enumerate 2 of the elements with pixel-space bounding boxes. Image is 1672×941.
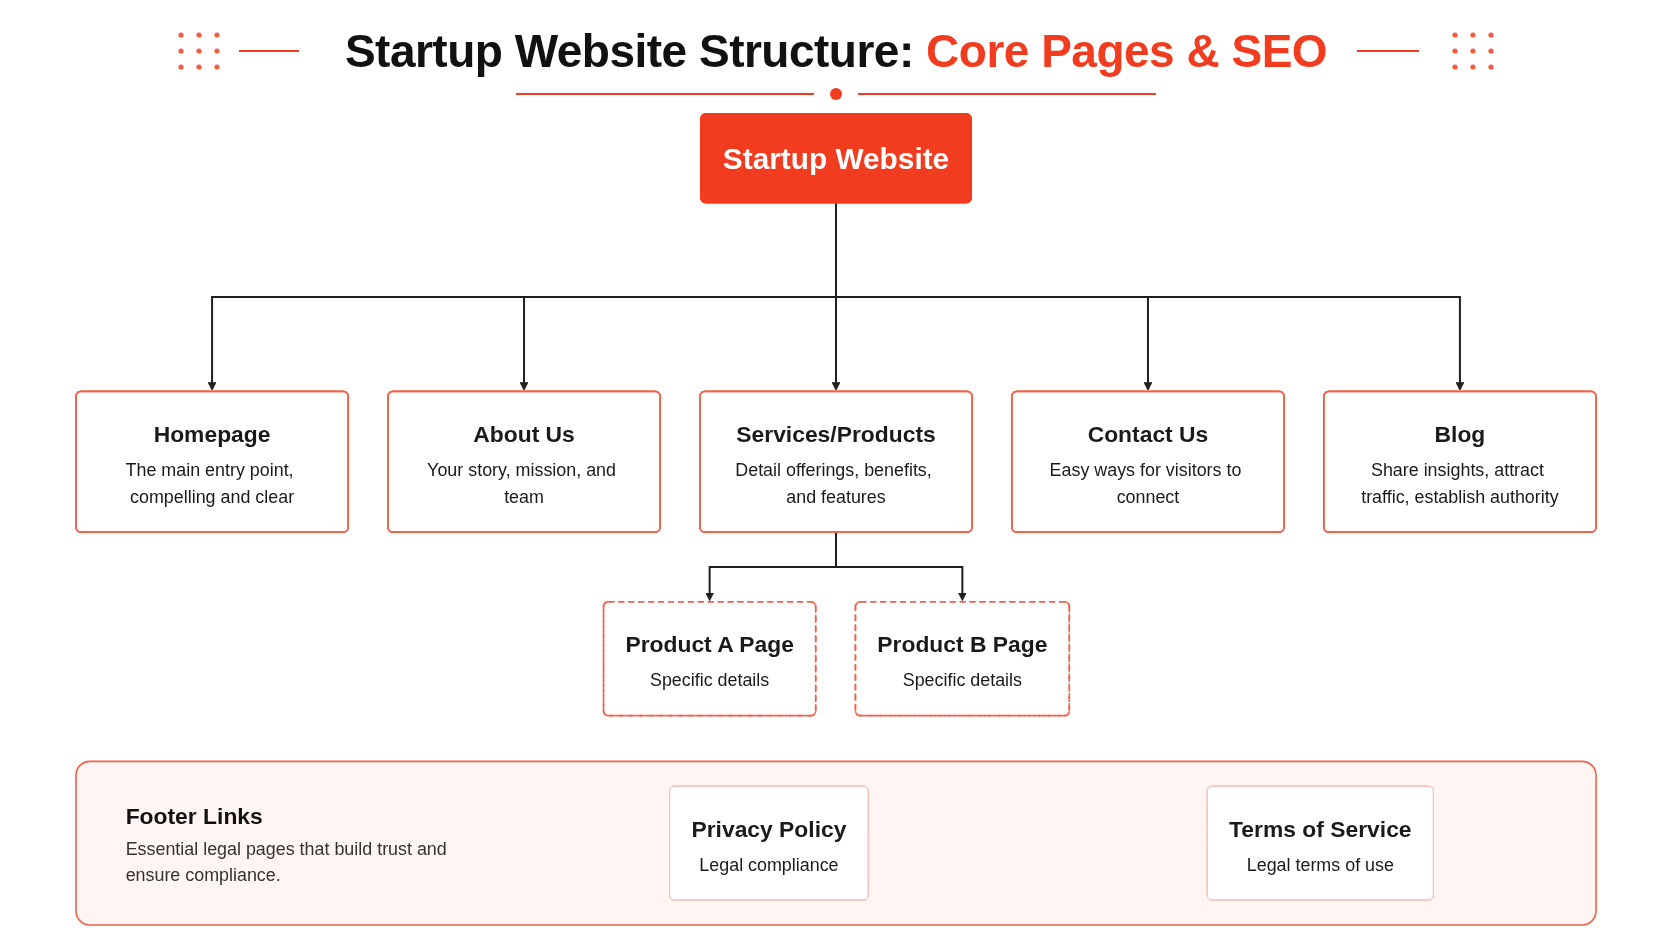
title: Startup Website Structure: Core Pages & SEO [344,24,1328,78]
arrow [835,531,967,602]
